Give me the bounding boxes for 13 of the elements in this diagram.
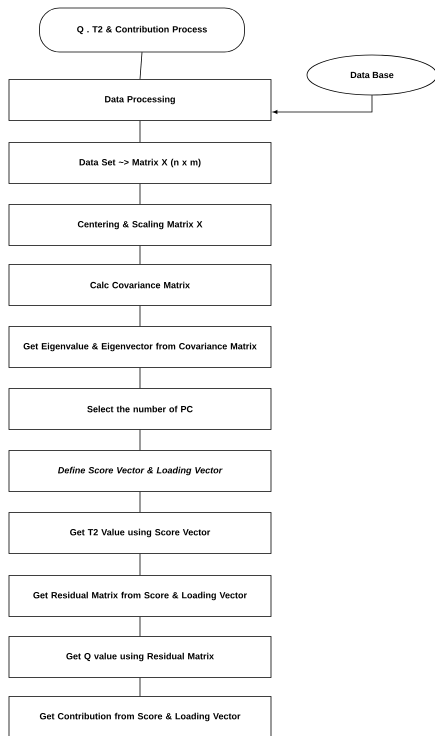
process-box: Data Processing [8,79,272,121]
process-box: Select the number of PC [8,388,272,430]
process-box: Get T2 Value using Score Vector [8,512,272,554]
process-box: Get Q value using Residual Matrix [8,636,272,678]
process-box: Get Eigenvalue & Eigenvector from Covariance Matrix [8,326,272,368]
connector-line [140,52,142,80]
process-box: Centering & Scaling Matrix X [8,204,272,246]
process-box: Get Contribution from Score & Loading Vector [8,696,272,736]
process-box: Get Residual Matrix from Score & Loading Vector [8,575,272,617]
process-box: Calc Covariance Matrix [8,264,272,306]
process-box: Define Score Vector & Loading Vector [8,450,272,492]
process-box: Data Set ~> Matrix X (n x m) [8,142,272,184]
arrow [272,95,372,114]
